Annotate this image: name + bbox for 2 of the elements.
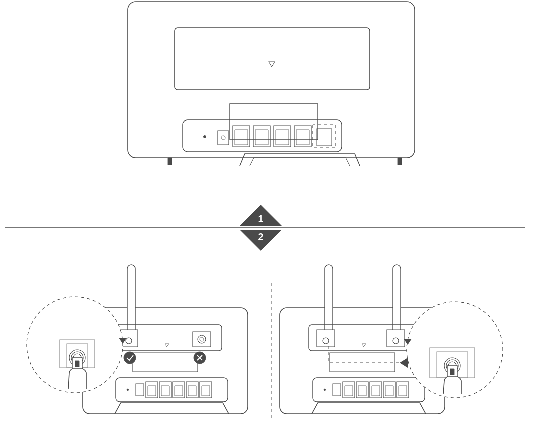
step-number: 2 <box>240 230 282 251</box>
step-number: 1 <box>240 205 282 226</box>
